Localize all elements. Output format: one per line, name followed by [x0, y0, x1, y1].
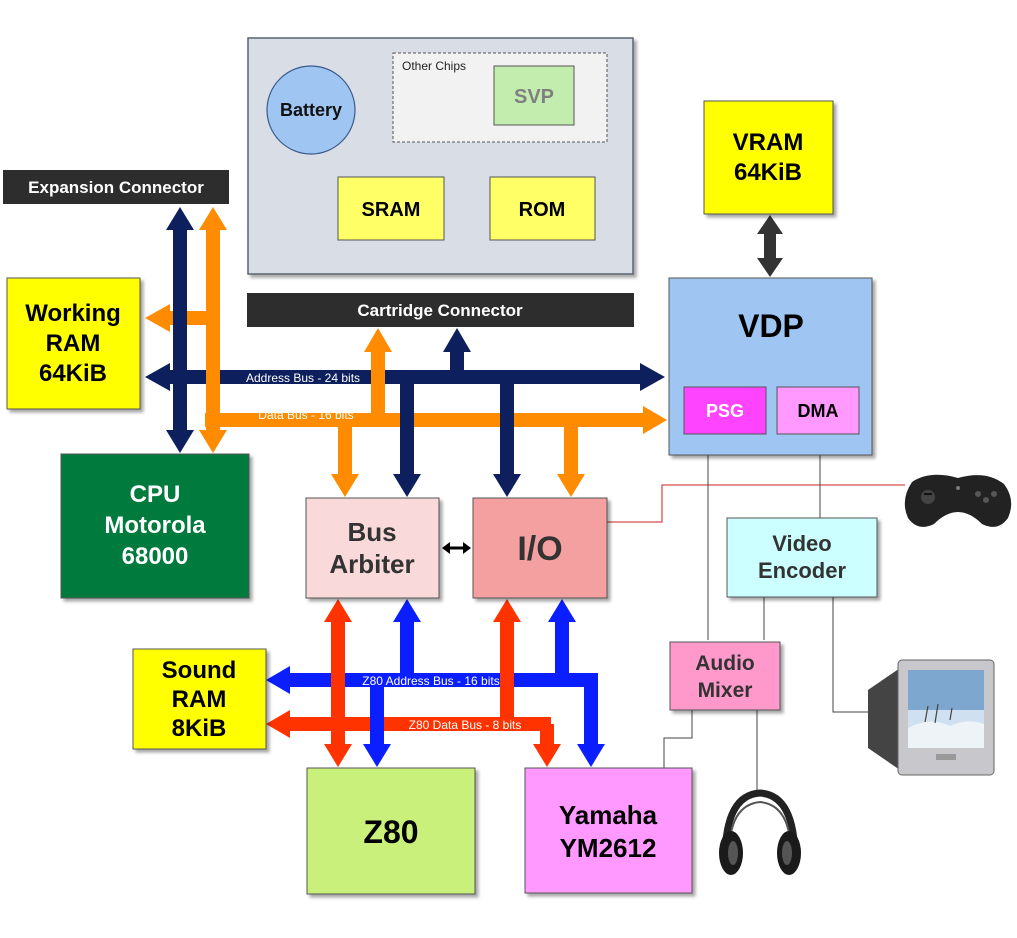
- headphones-icon: [719, 789, 801, 875]
- cpu-box: [60, 453, 250, 599]
- vram-vdp-arrow-up: [757, 215, 783, 234]
- address-bus-arrowhead-left: [145, 363, 170, 391]
- dma-label: DMA: [798, 401, 839, 421]
- address-bus-arrowhead-right: [640, 363, 665, 391]
- vram-vdp-arrow-down: [757, 258, 783, 277]
- yamaha-label-2: YM2612: [560, 833, 657, 863]
- vram-label-1: VRAM: [733, 129, 804, 156]
- vram-label-2: 64KiB: [734, 159, 802, 186]
- z80-address-bus-label: Z80 Address Bus - 16 bits: [362, 674, 499, 688]
- data-bus-arrowhead-right: [643, 406, 667, 434]
- cpu-data-arrow-down: [199, 430, 227, 453]
- z80-buses: [266, 599, 605, 767]
- working-ram-label-3: 64KiB: [39, 360, 107, 387]
- battery-label: Battery: [280, 100, 342, 120]
- signal-lines: [607, 434, 905, 795]
- cpu-expansion-links: [166, 207, 227, 453]
- cartridge-links: [364, 328, 471, 420]
- yamaha-box: [524, 767, 693, 894]
- io-data-arrow: [557, 474, 585, 497]
- sound-ram-box: [132, 648, 267, 750]
- cartridge-connector-label: Cartridge Connector: [357, 301, 523, 320]
- cart-data-arrow: [364, 328, 392, 352]
- address-bus-label: Address Bus - 24 bits: [246, 371, 360, 385]
- cartridge-group: Other Chips SVP Battery SRAM ROM: [247, 37, 634, 275]
- data-bus-label: Data Bus - 16 bits: [258, 408, 353, 422]
- z80-label: Z80: [363, 814, 418, 850]
- sound-ram-label-2: RAM: [172, 686, 227, 713]
- svp-chip: [493, 65, 575, 126]
- io-label: I/O: [517, 530, 562, 568]
- sram-label: SRAM: [362, 199, 421, 221]
- audio-mixer-box: [669, 641, 781, 711]
- svp-label: SVP: [514, 86, 554, 108]
- battery: [266, 65, 356, 155]
- working-ram-label-2: RAM: [46, 330, 101, 357]
- wram-data-arrowhead: [145, 304, 170, 332]
- sound-ram-label-1: Sound: [162, 657, 237, 684]
- dma-box: [776, 386, 860, 435]
- z80-data-bus-label: Z80 Data Bus - 8 bits: [409, 718, 522, 732]
- audio-mixer-label-2: Mixer: [698, 679, 753, 702]
- arbiter-io-links: [331, 377, 585, 497]
- working-ram-label-1: Working: [25, 300, 121, 327]
- encoder-tv-line: [832, 597, 868, 713]
- vdp-label: VDP: [738, 308, 804, 344]
- expansion-connector: [3, 170, 229, 204]
- cpu-address-arrow-down: [166, 430, 194, 453]
- rom-chip: [489, 176, 596, 241]
- psg-label: PSG: [706, 401, 744, 421]
- cart-address-arrow: [443, 328, 471, 352]
- arbiter-data-arrow: [331, 474, 359, 497]
- vram-vdp-link: [757, 215, 783, 277]
- yamaha-label-1: Yamaha: [559, 800, 658, 830]
- video-encoder-box: [726, 517, 878, 598]
- bus-arbiter-label-2: Arbiter: [329, 549, 414, 579]
- z80-address-arrowhead-left: [266, 666, 290, 694]
- arbiter-address-arrow: [393, 474, 421, 497]
- cpu-label-1: CPU: [130, 481, 181, 508]
- cartridge-connector: [247, 293, 634, 327]
- cpu-label-3: 68000: [122, 543, 189, 570]
- working-ram-box: [6, 277, 141, 410]
- cpu-data-arrow-up: [199, 207, 227, 230]
- expansion-connector-label: Expansion Connector: [28, 178, 204, 197]
- bus-arbiter-label-1: Bus: [347, 517, 396, 547]
- cpu-address-arrow-up: [166, 207, 194, 230]
- psg-box: [683, 386, 767, 435]
- video-encoder-label-1: Video: [772, 531, 832, 556]
- z80-box: [306, 767, 476, 895]
- io-address-arrow: [493, 474, 521, 497]
- video-encoder-label-2: Encoder: [758, 558, 846, 583]
- gamepad-icon: [904, 474, 1012, 527]
- yamaha-mixer-line: [663, 710, 693, 770]
- rom-label: ROM: [519, 199, 566, 221]
- sound-ram-label-3: 8KiB: [172, 715, 227, 742]
- arbiter-io-arrow: [442, 542, 471, 554]
- sram-chip: [337, 176, 445, 241]
- vram-box: [703, 100, 834, 215]
- tv-icon: [868, 659, 995, 776]
- cpu-label-2: Motorola: [104, 512, 206, 539]
- z80-data-arrowhead-left: [266, 710, 290, 738]
- audio-mixer-label-1: Audio: [695, 652, 754, 675]
- other-chips-label: Other Chips: [402, 59, 466, 73]
- io-box: [472, 497, 608, 599]
- bus-arbiter-box: [305, 497, 440, 599]
- arbiter-z80-address-link: [370, 620, 414, 746]
- io-controller-line: [607, 484, 905, 523]
